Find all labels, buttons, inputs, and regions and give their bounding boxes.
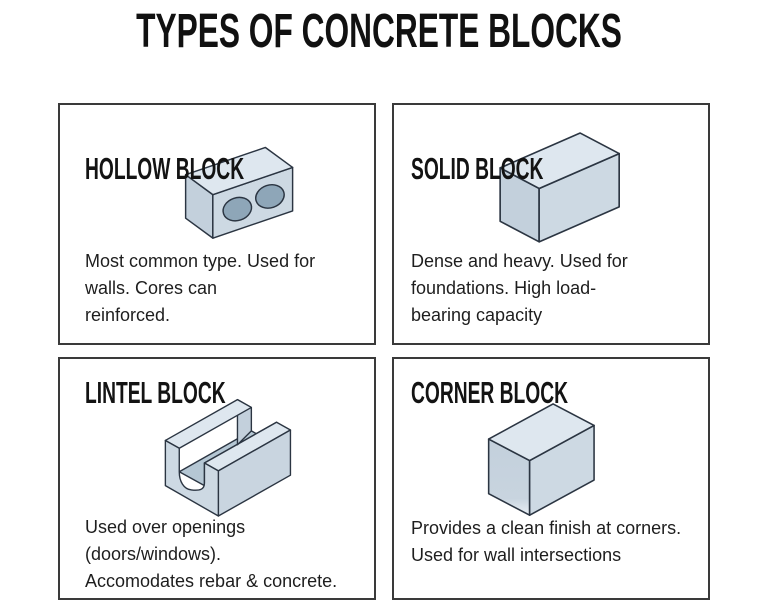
corner-block-drawing xyxy=(487,403,595,516)
solid-block-drawing xyxy=(499,132,620,243)
solid-block-description: Dense and heavy. Used for foundations. H… xyxy=(411,251,628,325)
corner-block-icon xyxy=(482,401,630,523)
lintel-block-drawing xyxy=(164,398,292,517)
solid-block-icon xyxy=(494,131,652,249)
lintel-block-description: Used over openings (doors/windows). Acco… xyxy=(85,517,338,591)
lintel-block-icon xyxy=(148,397,300,523)
solid-block-heading: SOLID BLOCK xyxy=(411,151,544,186)
hollow-block-description: Most common type. Used for walls. Cores … xyxy=(85,251,316,325)
page-title-text: TYPES OF CONCRETE BLOCKS xyxy=(136,5,622,58)
card-corner-block: CORNER BLOCK Provides a clean finish at … xyxy=(392,357,710,600)
corner-block-description: Provides a clean finish at corners. Used… xyxy=(411,518,682,565)
hollow-block-drawing xyxy=(184,146,294,239)
lintel-block-heading: LINTEL BLOCK xyxy=(85,375,226,410)
hollow-block-icon xyxy=(182,135,318,247)
page-title: TYPES OF CONCRETE BLOCKS xyxy=(0,4,758,59)
card-solid-block: SOLID BLOCK Dense and heavy. Used for fo… xyxy=(392,103,710,345)
corner-block-heading: CORNER BLOCK xyxy=(411,375,568,410)
hollow-block-heading: HOLLOW BLOCK xyxy=(85,151,245,186)
card-lintel-block: LINTEL BLOCK xyxy=(58,357,376,600)
card-hollow-block: HOLLOW BLOCK Most common type. Used for … xyxy=(58,103,376,345)
